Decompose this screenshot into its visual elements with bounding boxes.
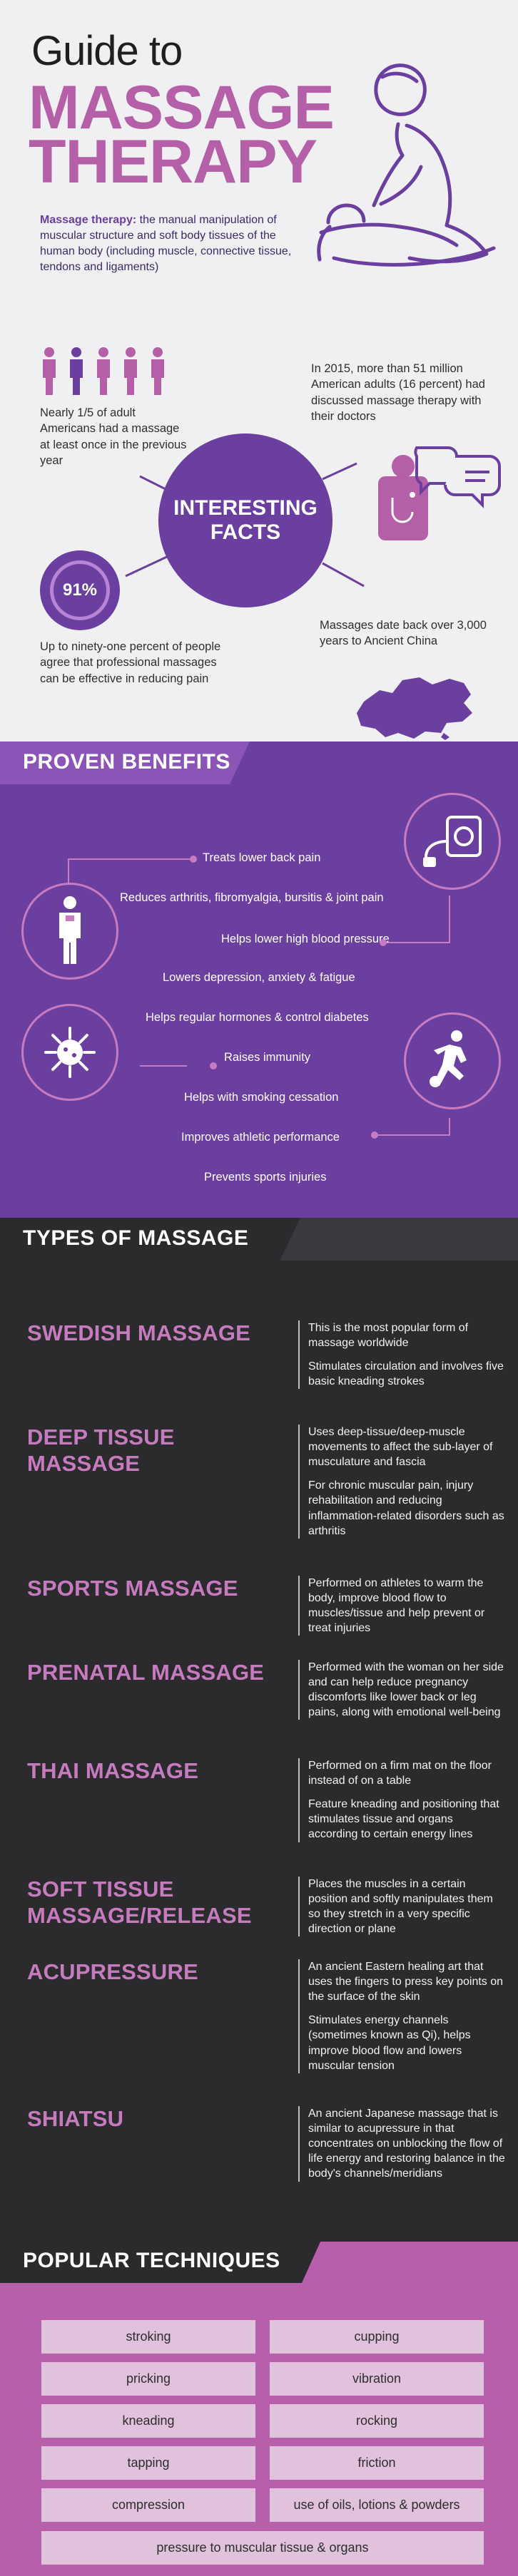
type-desc-line: Stimulates circulation and involves five…: [308, 1360, 504, 1388]
types-section: TYPES OF MASSAGE SWEDISH MASSAGE This is…: [0, 1218, 518, 2242]
benefit-connectors: [68, 858, 450, 1136]
type-desc-soft-tissue: Places the muscles in a certain position…: [298, 1877, 505, 1937]
type-desc-shiatsu: An ancient Japanese massage that is simi…: [298, 2106, 505, 2182]
fact-adults-massage: Nearly 1/5 of adult Americans had a mass…: [40, 406, 187, 467]
benefit-item-5: Raises immunity: [224, 1051, 311, 1064]
type-title-thai: THAI MASSAGE: [27, 1758, 199, 1783]
type-title-deep-tissue: DEEP TISSUE MASSAGE: [27, 1425, 175, 1476]
type-desc-line: An ancient Eastern healing art that uses…: [308, 1961, 504, 2003]
technique-tile: kneading: [41, 2404, 255, 2438]
person-icon: [97, 347, 110, 395]
title-massage: MASSAGE: [29, 73, 335, 142]
type-desc-line: Feature kneading and positioning that st…: [308, 1798, 499, 1841]
type-desc-line: For chronic muscular pain, injury rehabi…: [308, 1479, 504, 1537]
technique-tile: stroking: [41, 2320, 255, 2354]
doctor-chat-icon: [378, 446, 501, 540]
type-desc-line: Stimulates energy channels (sometimes kn…: [308, 2014, 471, 2072]
virus-icon: [44, 1027, 96, 1078]
china-map-icon: [357, 677, 472, 740]
type-desc-acupressure: An ancient Eastern healing art that uses…: [298, 1959, 505, 2073]
benefit-dot: [380, 939, 387, 946]
type-desc-line: Uses deep-tissue/deep-muscle movements t…: [308, 1426, 493, 1469]
technique-tile: vibration: [270, 2362, 484, 2396]
type-desc-sports: Performed on athletes to warm the body, …: [298, 1576, 505, 1636]
type-desc-line: This is the most popular form of massage…: [308, 1322, 469, 1350]
type-title-acupressure: ACUPRESSURE: [27, 1959, 198, 1984]
technique-tile: cupping: [270, 2320, 484, 2354]
percent-value: 91%: [50, 560, 110, 620]
person-icon-highlight: [70, 347, 83, 395]
benefit-item-2: Helps lower high blood pressure: [221, 933, 390, 945]
type-desc-line: Performed on a firm mat on the floor ins…: [308, 1760, 492, 1787]
benefits-section: PROVEN BENEFITS: [0, 742, 518, 1218]
type-title-shiatsu: SHIATSU: [27, 2106, 124, 2131]
type-desc-line: Places the muscles in a certain position…: [308, 1878, 493, 1936]
intro-term: Massage therapy:: [40, 214, 137, 226]
benefit-dot: [210, 1062, 217, 1069]
person-icon: [43, 347, 56, 395]
blood-pressure-circle: [404, 793, 501, 890]
athlete-icon-circle: [404, 1012, 501, 1109]
fact-pain-reduction: Up to ninety-one percent of people agree…: [40, 640, 221, 685]
benefit-dot: [371, 1132, 378, 1139]
technique-tile: compression: [41, 2488, 255, 2522]
type-desc-swedish: This is the most popular form of massage…: [298, 1320, 505, 1390]
technique-tile: tapping: [41, 2446, 255, 2480]
title-guide: Guide to: [31, 28, 183, 74]
athlete-icon: [430, 1030, 467, 1087]
technique-tile: rocking: [270, 2404, 484, 2438]
person-icon: [124, 347, 137, 395]
type-title-swedish: SWEDISH MASSAGE: [27, 1320, 251, 1345]
benefit-item-1: Reduces arthritis, fibromyalgia, bursiti…: [120, 891, 384, 904]
technique-tile: pricking: [41, 2362, 255, 2396]
benefit-item-6: Helps with smoking cessation: [184, 1091, 339, 1104]
benefit-item-4: Helps regular hormones & control diabete…: [146, 1011, 369, 1024]
type-title-prenatal: PRENATAL MASSAGE: [27, 1660, 265, 1685]
type-desc-line: Performed on athletes to warm the body, …: [308, 1577, 485, 1635]
intro-definition: Massage therapy: the manual manipulation…: [40, 212, 297, 275]
human-body-icon: [59, 896, 81, 964]
type-desc-line: Performed with the woman on her side and…: [308, 1661, 504, 1719]
benefit-item-7: Improves athletic performance: [181, 1131, 340, 1144]
types-heading: TYPES OF MASSAGE: [0, 1218, 278, 1261]
percent-badge: 91%: [40, 550, 120, 630]
techniques-section: POPULAR TECHNIQUES stroking cupping pric…: [0, 2240, 518, 2576]
type-desc-prenatal: Performed with the woman on her side and…: [298, 1660, 505, 1720]
type-desc-line: An ancient Japanese massage that is simi…: [308, 2108, 505, 2180]
massage-therapist-illustration: [317, 63, 496, 267]
technique-tile: friction: [270, 2446, 484, 2480]
benefit-item-0: Treats lower back pain: [203, 851, 321, 864]
type-desc-deep-tissue: Uses deep-tissue/deep-muscle movements t…: [298, 1425, 505, 1539]
technique-tile-wide: pressure to muscular tissue & organs: [41, 2531, 484, 2565]
intro-text: the manual manipulation of muscular stru…: [40, 214, 292, 274]
benefit-item-8: Prevents sports injuries: [204, 1171, 327, 1184]
hero-section: Guide to MASSAGE THERAPY Massage therapy…: [0, 0, 518, 742]
type-desc-thai: Performed on a firm mat on the floor ins…: [298, 1758, 505, 1842]
techniques-heading: POPULAR TECHNIQUES: [0, 2240, 321, 2283]
benefits-heading: PROVEN BENEFITS: [0, 742, 250, 784]
title-therapy: THERAPY: [29, 128, 318, 196]
interesting-facts-circle: INTERESTING FACTS: [158, 433, 332, 607]
fact-doctors-discussion: In 2015, more than 51 million American a…: [311, 362, 485, 423]
center-line2: FACTS: [210, 520, 281, 544]
benefit-dot: [190, 856, 197, 863]
techniques-grid: stroking cupping pricking vibration knea…: [41, 2320, 484, 2522]
person-icon: [151, 347, 164, 395]
type-title-soft-tissue: SOFT TISSUE MASSAGE/RELEASE: [27, 1877, 252, 1928]
technique-tile: use of oils, lotions & powders: [270, 2488, 484, 2522]
fact-connectors: [125, 462, 365, 587]
people-icons: [40, 347, 167, 396]
benefit-item-3: Lowers depression, anxiety & fatigue: [163, 971, 355, 984]
type-title-sports: SPORTS MASSAGE: [27, 1576, 238, 1601]
body-icon-circle: [21, 883, 118, 980]
virus-icon-circle: [21, 1004, 118, 1101]
center-line1: INTERESTING: [173, 496, 318, 520]
blood-pressure-icon: [423, 816, 482, 867]
fact-ancient-china: Massages date back over 3,000 years to A…: [320, 619, 487, 648]
